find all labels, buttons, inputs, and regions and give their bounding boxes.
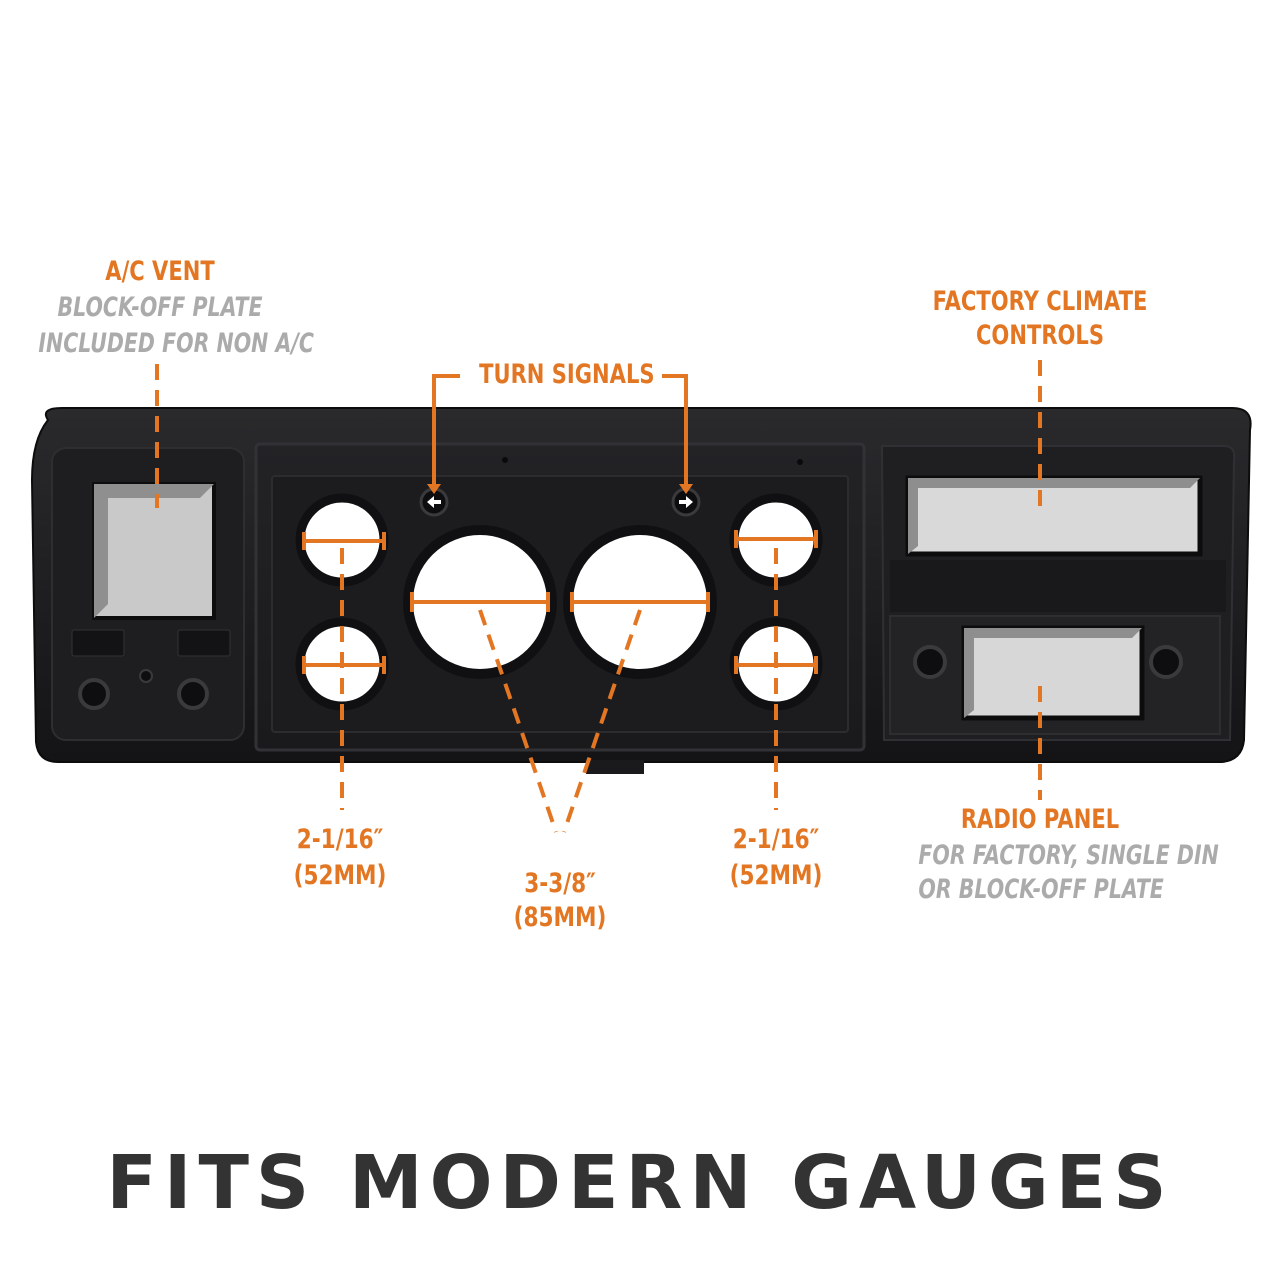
radio-panel-title: RADIO PANEL (960, 804, 1120, 835)
headline: FITS MODERN GAUGES (106, 1140, 1174, 1226)
radio-panel-note-line1: FOR FACTORY, SINGLE DIN (918, 840, 1219, 871)
radio-panel-note-line2: OR BLOCK-OFF PLATE (918, 874, 1164, 905)
dim-line-small-top-right (734, 530, 818, 548)
small-gauge-right-size: 2-1/16″ (732, 824, 820, 855)
left-switch-slot-2 (177, 629, 231, 657)
turn-signal-bracket-right (662, 374, 688, 486)
small-gauge-left-size: 2-1/16″ (296, 824, 384, 855)
climate-title-line1: FACTORY CLIMATE (932, 286, 1148, 317)
bottom-tab (586, 760, 644, 774)
ac-vent-opening (92, 482, 216, 620)
radio-opening (961, 625, 1145, 721)
radio-knob-hole-right (1149, 645, 1183, 679)
arrow-down-icon (427, 484, 441, 494)
left-knob-hole (78, 678, 110, 710)
climate-title-line2: CONTROLS (975, 320, 1105, 351)
arrow-left-icon (427, 496, 441, 508)
small-gauge-left-metric: (52MM) (293, 860, 387, 891)
climate-opening-shadow (908, 478, 1200, 554)
ac-vent-note-line2: INCLUDED FOR NON A/C (38, 328, 314, 359)
callout-lines (155, 360, 1042, 833)
center-knob-hole (139, 669, 153, 683)
arrow-down-icon-2 (679, 484, 693, 494)
turn-signals-title: TURN SIGNALS (479, 359, 655, 390)
large-gauge-metric: (85MM) (513, 902, 607, 933)
dim-line-large-right (570, 592, 710, 612)
climate-control-opening (905, 475, 1203, 557)
radio-opening-shadow (964, 628, 1142, 718)
ac-vent-title: A/C VENT (105, 256, 215, 287)
dim-line-small-top-left (302, 532, 386, 550)
turn-signal-bracket-left (432, 374, 460, 486)
dim-line-large-left (410, 592, 550, 612)
mount-hole-2 (797, 459, 803, 465)
small-gauge-right-metric: (52MM) (729, 860, 823, 891)
large-gauge-size: 3-3/8″ (524, 868, 596, 899)
left-switch-slot (71, 629, 125, 657)
climate-ledge (890, 560, 1226, 612)
gauge-cluster-face (271, 475, 849, 733)
leader-large-left (478, 609, 558, 833)
ac-vent-note-line1: BLOCK-OFF PLATE (57, 292, 263, 323)
arrow-right-icon (679, 496, 693, 508)
ac-vent-inner-shadow (94, 484, 214, 618)
leader-large-right (562, 609, 642, 833)
right-knob-hole (177, 678, 209, 710)
radio-knob-hole-left (913, 645, 947, 679)
mount-hole (502, 457, 508, 463)
